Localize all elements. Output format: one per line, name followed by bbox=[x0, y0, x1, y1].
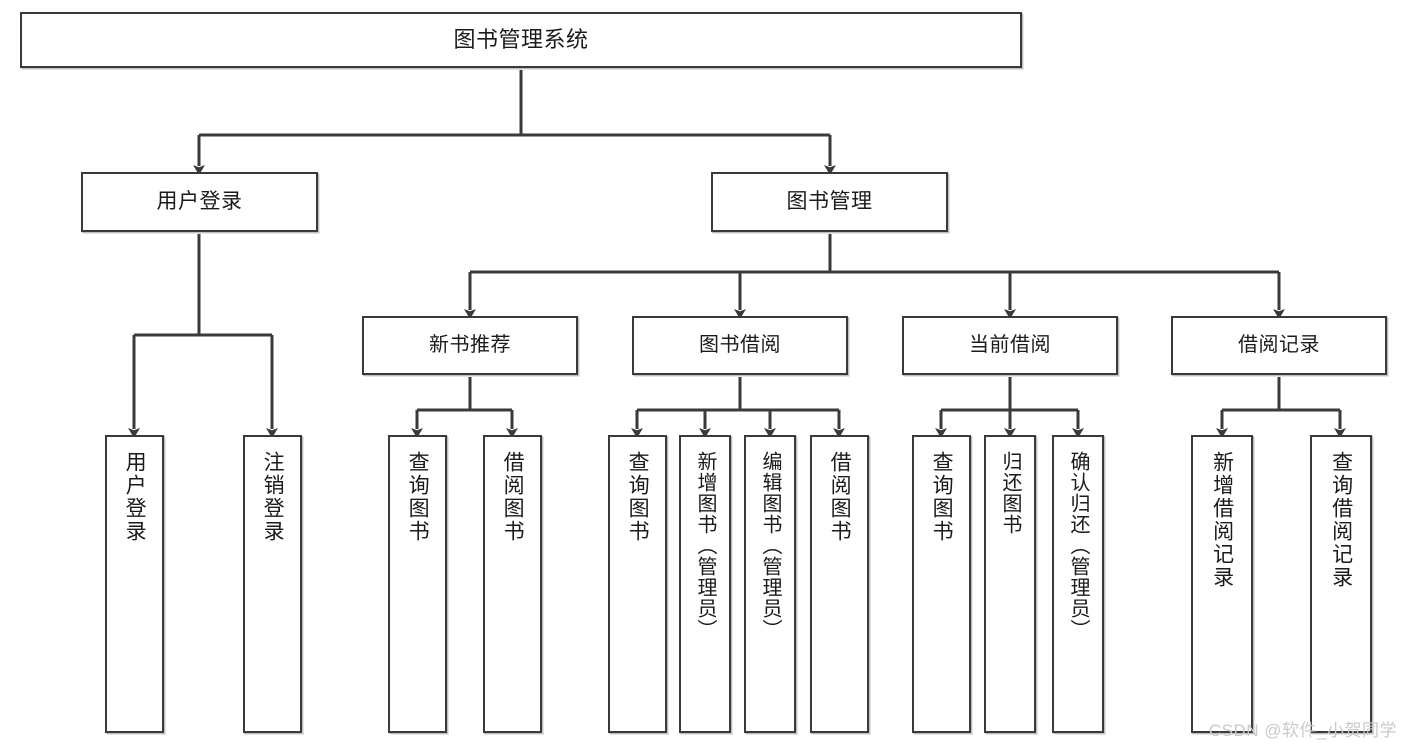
node-label: 查询图书 bbox=[930, 451, 954, 543]
node-book-borrow[interactable]: 图书借阅 bbox=[632, 316, 848, 375]
node-label: 查询借阅记录 bbox=[1329, 451, 1353, 589]
node-label: 借阅图书 bbox=[828, 451, 852, 543]
node-borrow-record[interactable]: 借阅记录 bbox=[1171, 316, 1387, 375]
node-new-book-recommend[interactable]: 新书推荐 bbox=[362, 316, 578, 375]
leaf-book-borrow-add[interactable]: 新增图书（管理员） bbox=[679, 435, 731, 733]
node-root-system[interactable]: 图书管理系统 bbox=[20, 12, 1022, 68]
leaf-borrow-record-add[interactable]: 新增借阅记录 bbox=[1191, 435, 1253, 733]
node-label: 图书管理 bbox=[786, 189, 873, 213]
node-current-borrow[interactable]: 当前借阅 bbox=[902, 316, 1118, 375]
node-label: 用户登录 bbox=[123, 451, 147, 543]
node-label: 确认归还（管理员） bbox=[1067, 451, 1089, 640]
leaf-book-borrow-borrow[interactable]: 借阅图书 bbox=[810, 435, 869, 733]
leaf-new-book-query[interactable]: 查询图书 bbox=[388, 435, 447, 733]
leaf-borrow-record-query[interactable]: 查询借阅记录 bbox=[1310, 435, 1372, 733]
node-label: 图书管理系统 bbox=[453, 27, 589, 53]
leaf-new-book-borrow[interactable]: 借阅图书 bbox=[483, 435, 542, 733]
leaf-current-borrow-confirm-return[interactable]: 确认归还（管理员） bbox=[1052, 435, 1104, 733]
node-label: 用户登录 bbox=[156, 189, 243, 213]
node-label: 借阅图书 bbox=[501, 451, 525, 543]
leaf-current-borrow-return[interactable]: 归还图书 bbox=[984, 435, 1036, 733]
node-label: 当前借阅 bbox=[969, 333, 1051, 356]
node-label: 新增借阅记录 bbox=[1210, 451, 1234, 589]
node-label: 查询图书 bbox=[406, 451, 430, 543]
node-label: 查询图书 bbox=[626, 451, 650, 543]
node-label: 图书借阅 bbox=[699, 333, 781, 356]
node-label: 编辑图书（管理员） bbox=[759, 451, 781, 640]
leaf-user-login-signout[interactable]: 注销登录 bbox=[243, 435, 302, 733]
node-label: 归还图书 bbox=[999, 451, 1021, 535]
leaf-current-borrow-query[interactable]: 查询图书 bbox=[912, 435, 971, 733]
leaf-user-login-signin[interactable]: 用户登录 bbox=[105, 435, 164, 733]
node-user-login[interactable]: 用户登录 bbox=[81, 172, 318, 232]
node-label: 借阅记录 bbox=[1238, 333, 1320, 356]
node-label: 新增图书（管理员） bbox=[694, 451, 716, 640]
node-label: 注销登录 bbox=[261, 451, 285, 543]
node-book-management[interactable]: 图书管理 bbox=[711, 172, 948, 232]
leaf-book-borrow-query[interactable]: 查询图书 bbox=[608, 435, 667, 733]
node-label: 新书推荐 bbox=[429, 333, 511, 356]
leaf-book-borrow-edit[interactable]: 编辑图书（管理员） bbox=[744, 435, 796, 733]
